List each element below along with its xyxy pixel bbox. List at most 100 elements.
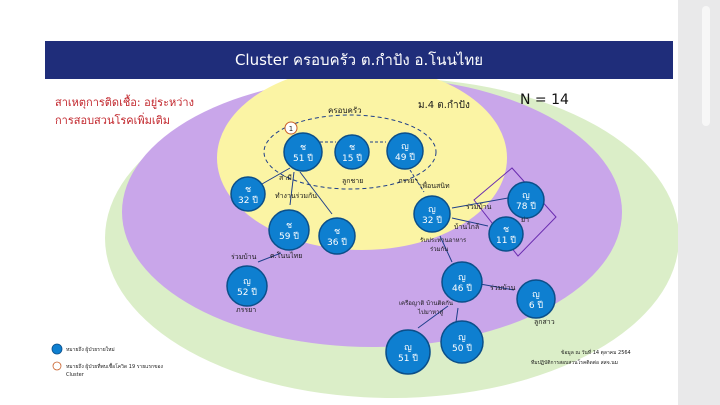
edge-3-to-8	[409, 169, 425, 193]
person-sex: ญ	[243, 277, 251, 287]
cluster-diagram: ช51 ปีช15 ปีญ49 ปีช32 ปีช59 ปีช36 ปีญ52 …	[51, 66, 678, 398]
person-3: ญ49 ปี	[386, 132, 424, 170]
person-9: ญ78 ปี	[507, 181, 545, 219]
person-age: 59 ปี	[279, 231, 299, 242]
person-age: 6 ปี	[529, 300, 544, 311]
person-sex: ญ	[401, 142, 409, 152]
edge-1-to-4	[261, 167, 291, 185]
person-circle	[507, 181, 545, 219]
label-friend: เพื่อนสนิท	[420, 181, 450, 190]
title-bar: Cluster ครอบครัว ต.กำปัง อ.โนนไทย	[45, 41, 673, 79]
index-case-marker	[284, 121, 298, 135]
edge-1-to-6	[299, 171, 333, 215]
person-4: ช32 ปี	[230, 176, 266, 212]
person-13: ญ51 ปี	[385, 329, 431, 375]
edge-8-to-10	[451, 217, 489, 227]
label-son: ลูกชาย	[342, 177, 363, 185]
person-circle	[318, 217, 356, 255]
label-grandma: ย่า	[521, 216, 529, 224]
person-circle	[440, 320, 484, 364]
label-wife2: ภรรยา	[236, 306, 256, 314]
person-circle	[283, 132, 323, 172]
label-wife1: ภรรยา	[398, 177, 418, 185]
person-age: 15 ปี	[342, 153, 362, 164]
person-sex: ญ	[522, 191, 530, 201]
edge-1-to-5	[289, 171, 295, 206]
legend-index-case-label-2: Cluster	[66, 372, 85, 378]
person-circle	[268, 209, 310, 251]
person-circle	[226, 265, 268, 307]
label-daughter: ลูกสาว	[534, 318, 555, 326]
family-boundary	[263, 114, 437, 190]
person-age: 78 ปี	[516, 201, 536, 212]
person-circle	[385, 329, 431, 375]
person-5: ช59 ปี	[268, 209, 310, 251]
slide-title: Cluster ครอบครัว ต.กำปัง อ.โนนไทย	[234, 51, 484, 69]
person-circle	[334, 134, 370, 170]
label-relatives: เครือญาติ บ้านติดกัน	[399, 299, 453, 307]
person-8: ญ32 ปี	[413, 195, 451, 233]
person-sex: ช	[300, 143, 306, 153]
edge-11-to-12	[479, 283, 515, 291]
legend-new-case-icon	[51, 343, 63, 355]
cause-line-2: การสอบสวนโรคเพิ่มเติม	[55, 112, 170, 127]
person-age: 50 ปี	[452, 343, 472, 354]
person-age: 32 ปี	[238, 195, 258, 206]
person-age: 51 ปี	[398, 353, 418, 364]
edge-5-to-7	[257, 252, 282, 263]
person-age: 36 ปี	[327, 237, 347, 248]
person-10: ช11 ปี	[488, 216, 524, 252]
person-circle	[441, 261, 483, 303]
label-village: ม.4 ต.กำปัง	[418, 100, 470, 111]
label-live-together-3: ร่วมบ้าน	[490, 284, 516, 292]
edge-11-to-14	[455, 307, 459, 323]
legend-new-case-label: หมายถึง ผู้ป่วยรายใหม่	[66, 346, 115, 353]
person-circle	[413, 195, 451, 233]
label-nonthai: ต.โนนไทย	[270, 251, 302, 260]
person-sex: ญ	[532, 290, 540, 300]
label-family: ครอบครัว	[328, 106, 362, 115]
footer-date: ข้อมูล ณ วันที่ 14 ตุลาคม 2564	[561, 349, 631, 356]
person-circle	[516, 279, 556, 319]
edge-8-to-11	[439, 235, 453, 263]
person-14: ญ50 ปี	[440, 320, 484, 364]
person-circle	[386, 132, 424, 170]
label-live-together-2: ร่วมบ้าน	[466, 203, 492, 211]
person-sex: ช	[349, 143, 355, 153]
label-together: ร่วมกัน	[430, 246, 448, 253]
person-sex: ญ	[404, 343, 412, 353]
person-sex: ญ	[458, 333, 466, 343]
person-11: ญ46 ปี	[441, 261, 483, 303]
person-age: 46 ปี	[452, 283, 472, 294]
person-sex: ญ	[458, 273, 466, 283]
person-age: 49 ปี	[395, 152, 415, 163]
legend-index-case-label-1: หมายถึง ผู้ป่วยที่พบเชื้อโควิด 19 รายแรก…	[66, 361, 164, 370]
case-count: N = 14	[520, 92, 569, 108]
person-sex: ช	[245, 185, 251, 195]
person-age: 11 ปี	[496, 235, 516, 246]
label-visit: ไปมาหาสู่	[417, 308, 443, 316]
person-12: ญ6 ปี	[516, 279, 556, 319]
label-live-together-1: ร่วมบ้าน	[231, 253, 257, 261]
edge-11-to-13	[417, 305, 449, 329]
person-sex: ญ	[428, 205, 436, 215]
connectors	[257, 141, 515, 329]
people: ช51 ปีช15 ปีญ49 ปีช32 ปีช59 ปีช36 ปีญ52 …	[226, 132, 556, 375]
person-6: ช36 ปี	[318, 217, 356, 255]
person-circle	[488, 216, 524, 252]
label-neighbor: บ้านใกล้	[454, 222, 479, 231]
cause-line-1: สาเหตุการติดเชื้อ: อยู่ระหว่าง	[55, 94, 194, 109]
label-work-together: ทำงานร่วมกัน	[275, 192, 317, 200]
index-case-marker-number: 1	[289, 125, 293, 133]
person-1: ช51 ปี	[283, 132, 323, 172]
footer-team: ทีมปฏิบัติการสอบสวนโรคติดต่อ สสจ.นม	[531, 359, 618, 366]
scrollbar[interactable]	[702, 6, 710, 126]
edge-8-to-9	[451, 197, 509, 209]
label-husband: สามี	[279, 174, 292, 182]
person-circle	[230, 176, 266, 212]
person-2: ช15 ปี	[334, 134, 370, 170]
person-sex: ช	[286, 221, 292, 231]
person-age: 32 ปี	[422, 215, 442, 226]
